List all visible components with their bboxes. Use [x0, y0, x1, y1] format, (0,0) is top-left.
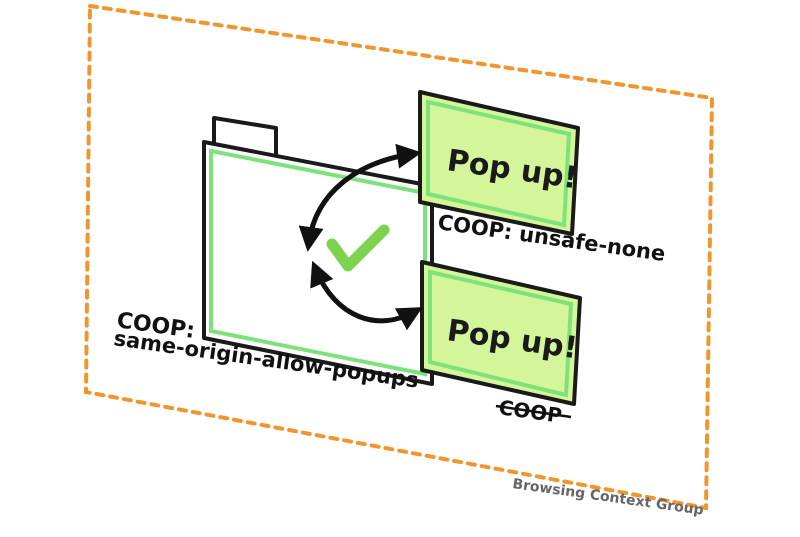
arrow-main-to-popup-1 — [298, 143, 422, 252]
browsing-context-group-label: Browsing Context Group — [511, 476, 704, 519]
popup-2-inner-border — [428, 269, 574, 398]
popup-window-1: Pop up! — [418, 90, 580, 236]
arrow-main-to-popup-2 — [310, 260, 423, 331]
browsing-context-group-boundary — [83, 3, 715, 511]
popup-window-2: Pop up! — [420, 260, 582, 406]
popup-1-inner-border — [426, 99, 572, 228]
check-icon — [326, 224, 390, 272]
popup-2-label-strikethrough — [495, 404, 572, 419]
